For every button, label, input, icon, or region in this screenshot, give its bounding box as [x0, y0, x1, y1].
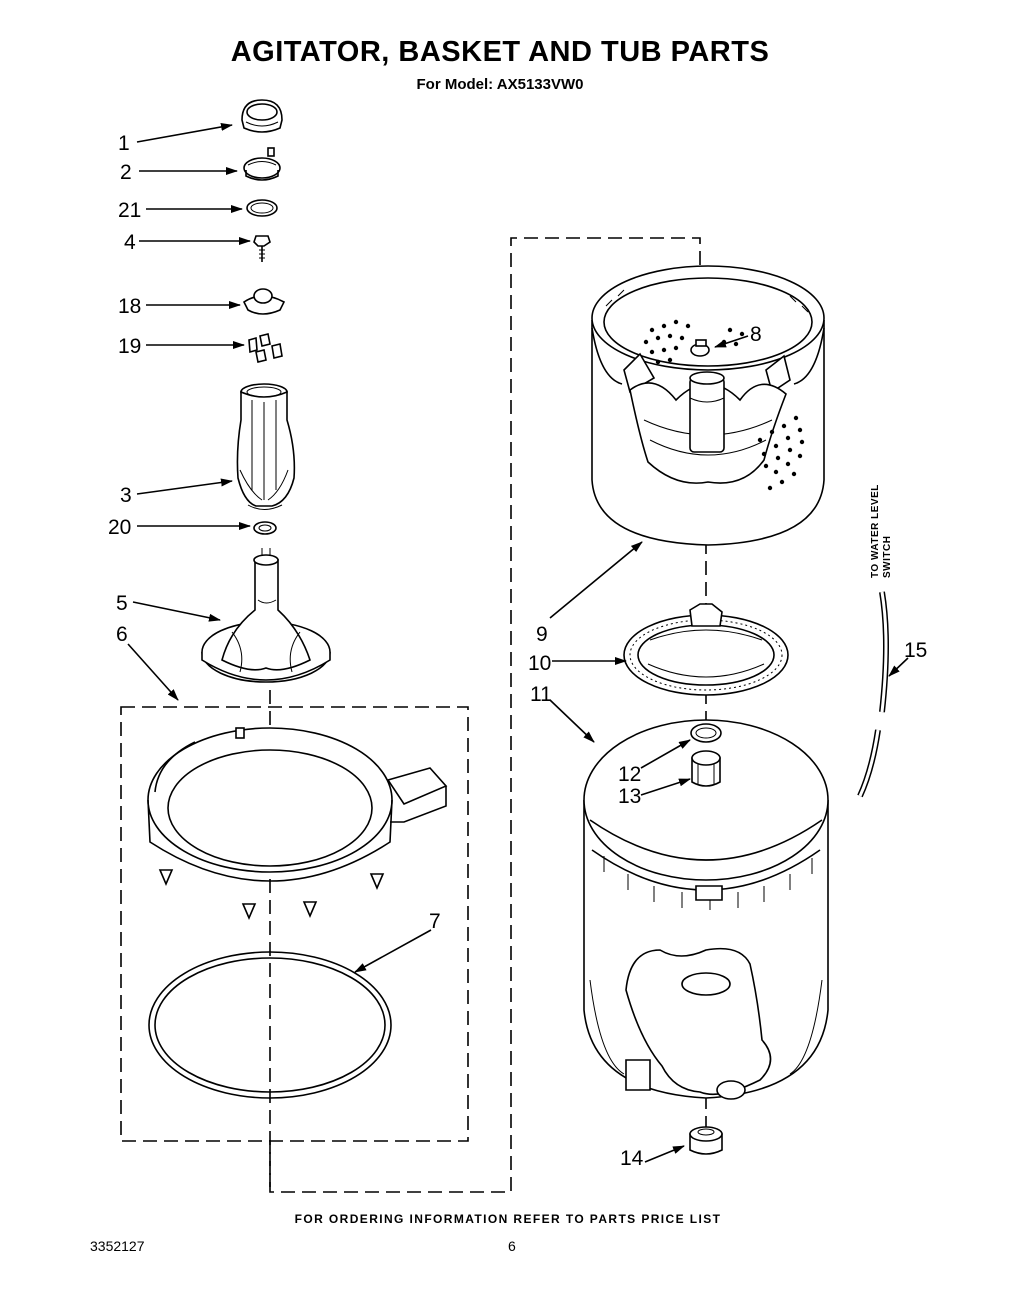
callout-3: 3 [120, 484, 132, 507]
part-18-dog-housing [242, 288, 286, 315]
callout-8: 8 [750, 323, 762, 346]
part-20-seal [253, 521, 277, 535]
callout-10: 10 [528, 652, 551, 675]
callout-4: 4 [124, 231, 136, 254]
part-11-outer-tub [583, 719, 829, 1100]
callout-1: 1 [118, 132, 130, 155]
right-callout-leaders [549, 335, 909, 1163]
model-subtitle: For Model: AX5133VW0 [416, 76, 584, 93]
part-10-hub [623, 603, 789, 696]
callout-11: 11 [530, 683, 552, 706]
callout-2: 2 [120, 161, 132, 184]
part-19-dogs [248, 333, 283, 363]
part-12-snap-ring [690, 723, 722, 743]
page-number: 6 [508, 1238, 516, 1254]
callout-18: 18 [118, 295, 141, 318]
callout-21: 21 [118, 199, 141, 222]
part-9-basket [591, 265, 825, 546]
callout-12: 12 [618, 763, 641, 786]
part-1-agitator-cap [241, 99, 283, 133]
callout-9: 9 [536, 623, 548, 646]
callout-5: 5 [116, 592, 128, 615]
left-center-axis [269, 237, 701, 1193]
callout-6: 6 [116, 623, 128, 646]
part-7-gasket [148, 951, 392, 1099]
part-6-group-box [120, 706, 469, 1142]
part-13-bushing [691, 750, 721, 787]
water-level-label-line2: SWITCH [882, 536, 893, 578]
document-number: 3352127 [90, 1238, 145, 1254]
water-level-switch-label: TO WATER LEVEL SWITCH [870, 484, 893, 578]
callout-13: 13 [618, 785, 641, 808]
ordering-note: FOR ORDERING INFORMATION REFER TO PARTS … [294, 1212, 722, 1226]
part-3-agitator-barrel [236, 383, 296, 510]
part-2-filter-cap [243, 147, 281, 181]
part-6-tub-ring [147, 727, 448, 921]
water-level-label-line1: TO WATER LEVEL [870, 484, 881, 578]
page-title: AGITATOR, BASKET AND TUB PARTS [230, 36, 770, 68]
part-4-bolt [253, 235, 271, 262]
part-14-seal [689, 1126, 723, 1155]
callout-15: 15 [904, 639, 927, 662]
callout-19: 19 [118, 335, 141, 358]
callout-14: 14 [620, 1147, 644, 1170]
part-5-agitator-base [201, 548, 331, 683]
part-15-hose [857, 591, 889, 798]
callout-7: 7 [429, 910, 441, 933]
left-callout-leaders [127, 123, 432, 973]
basket-holes [643, 319, 805, 491]
callout-20: 20 [108, 516, 131, 539]
part-21-ring [246, 199, 278, 217]
